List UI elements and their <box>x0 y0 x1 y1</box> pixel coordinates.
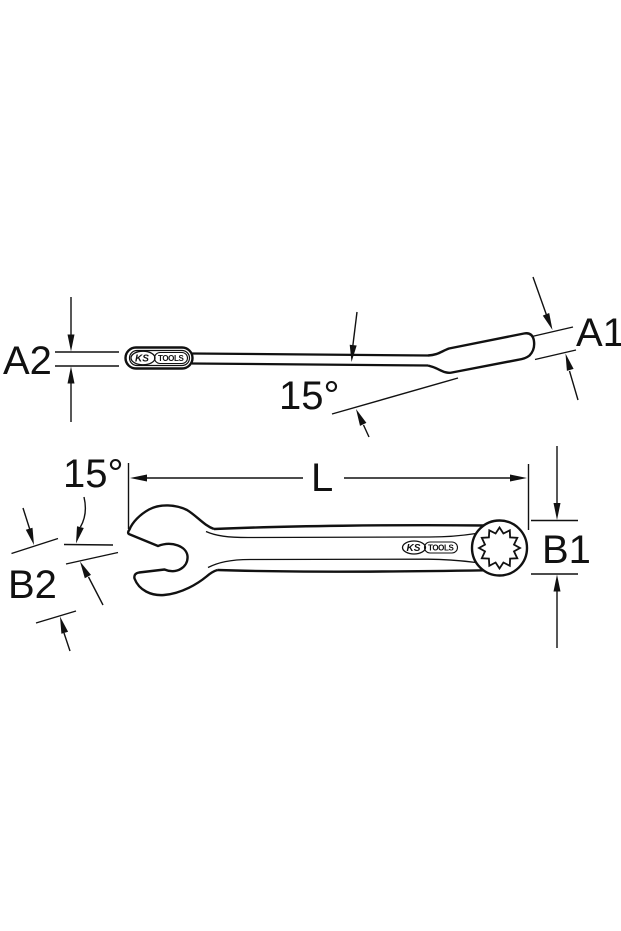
shaft-outer-bottom-edge <box>217 568 486 573</box>
top-view-wrench: KS TOOLS <box>126 504 529 597</box>
logo-box <box>423 541 459 554</box>
arrowhead-left <box>130 474 147 482</box>
top-view: L 15° B2 <box>8 446 591 652</box>
logo-tools-text: TOOLS <box>158 354 184 363</box>
dim-line <box>532 276 548 316</box>
shaft-inner-top-line <box>205 530 477 539</box>
arrowhead <box>60 616 69 634</box>
arrowhead-right <box>510 474 527 482</box>
logo-tools-text: TOOLS <box>428 544 454 553</box>
arrowhead <box>349 344 357 362</box>
dim-line <box>568 370 579 401</box>
arrowhead-up <box>67 366 75 384</box>
arrowhead-up <box>553 574 561 592</box>
dim-a2 <box>55 297 119 422</box>
ks-tools-logo: KS TOOLS <box>130 350 189 366</box>
dim-length <box>127 463 530 530</box>
label-length: L <box>311 456 333 500</box>
angle-ref-sloped <box>65 551 119 565</box>
ks-tools-logo: KS TOOLS <box>401 540 459 555</box>
handle-end-cap-inner-line <box>128 349 191 367</box>
tick <box>11 537 59 555</box>
angle-ref-horizontal <box>63 543 114 546</box>
arrow-line <box>87 576 104 606</box>
logo-box <box>153 351 189 365</box>
label-angle-top: 15° <box>63 452 124 496</box>
tick <box>35 610 77 624</box>
side-view-wrench: KS TOOLS <box>124 332 536 374</box>
shaft-bottom-edge <box>191 362 429 367</box>
arrowhead-down <box>67 334 75 352</box>
dim-line <box>63 632 71 652</box>
angle-annotation-top <box>63 496 119 606</box>
arrowhead <box>80 561 91 579</box>
arrowhead <box>76 526 84 544</box>
dim-b1 <box>531 446 578 648</box>
shaft-top-edge <box>191 352 429 357</box>
label-b1: B1 <box>542 528 591 572</box>
shaft-inner-bottom-line <box>207 558 477 569</box>
arrowhead <box>565 353 574 371</box>
arrowhead <box>542 313 553 330</box>
arrowhead <box>25 527 34 545</box>
label-a2: A2 <box>3 339 52 383</box>
label-a1: A1 <box>576 311 621 355</box>
angle-reference-line <box>331 377 459 415</box>
arrowhead <box>356 409 367 426</box>
arrowhead-down <box>553 503 561 520</box>
label-angle-side: 15° <box>279 374 340 418</box>
dim-line <box>22 507 31 531</box>
dim-a1 <box>531 276 579 401</box>
ring-end-outer <box>470 519 529 577</box>
logo-oval <box>401 540 427 555</box>
tick <box>531 326 574 338</box>
ring-head-profile <box>427 332 536 374</box>
shaft-outer-top-edge <box>213 523 485 531</box>
label-b2: B2 <box>8 563 57 607</box>
arrow-line <box>362 424 370 438</box>
logo-ks-text: KS <box>135 354 149 365</box>
arrow-line <box>352 311 358 347</box>
angle-annotation-side <box>331 311 459 438</box>
open-end-jaw <box>126 504 218 597</box>
ring-12-point-star <box>477 525 522 571</box>
side-view: A2 KS TOOLS 15° <box>3 276 621 438</box>
tick <box>534 349 577 361</box>
curved-arrow-line <box>79 496 87 528</box>
dim-b2 <box>11 507 77 652</box>
logo-ks-text: KS <box>407 543 421 554</box>
